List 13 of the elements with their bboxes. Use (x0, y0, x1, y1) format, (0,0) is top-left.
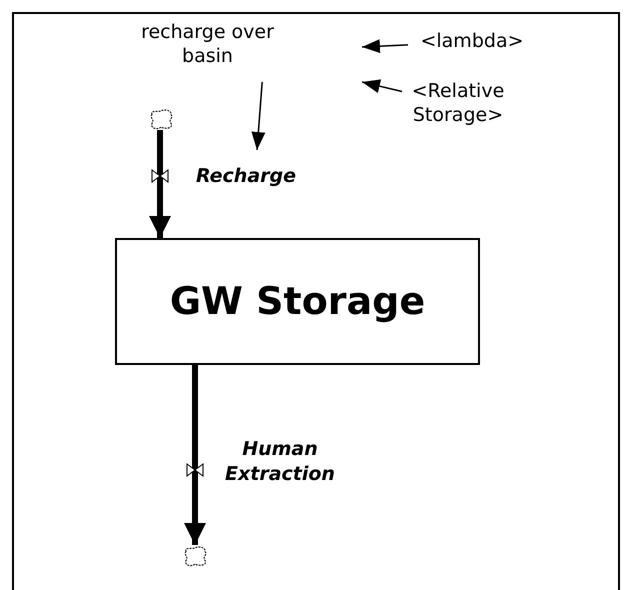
variable-label: <Relative Storage> (402, 78, 514, 130)
arrow (362, 39, 408, 54)
cloud-symbol (182, 545, 208, 567)
flow-label: Human Extraction (224, 437, 336, 486)
variable-label: recharge over basin (140, 14, 275, 76)
flow-arrow (149, 130, 171, 238)
variable-label: <lambda> (408, 30, 536, 54)
arrow (251, 82, 266, 150)
flow-arrow (184, 365, 206, 545)
flow-label: Recharge (194, 164, 298, 189)
stock-box: GW Storage (115, 238, 480, 365)
cloud-symbol (148, 108, 174, 130)
arrow (362, 79, 402, 93)
